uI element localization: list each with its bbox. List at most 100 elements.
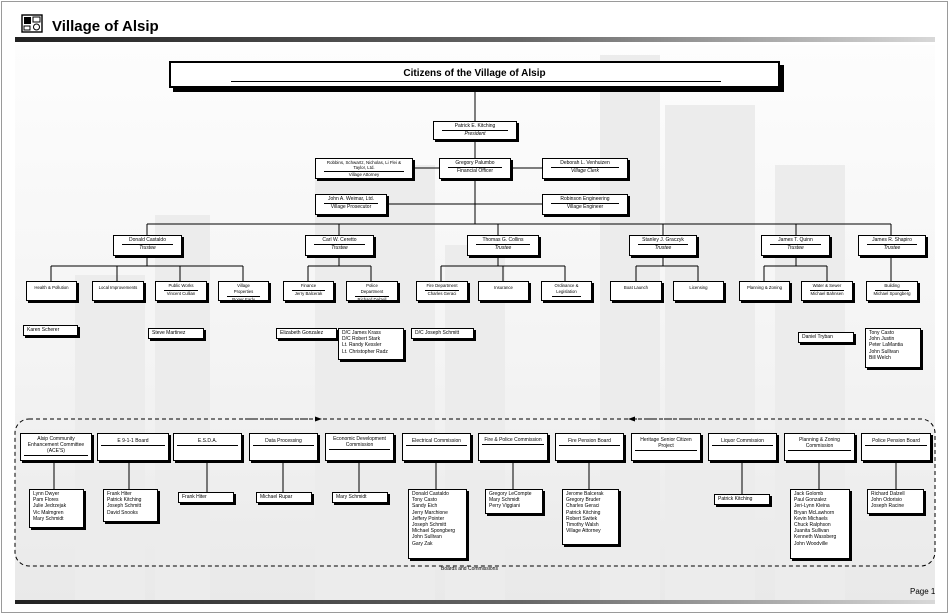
board-members: Patrick Kitching [714, 494, 770, 505]
board-name: Electrical Commission [406, 438, 467, 446]
member-name: Jeri-Lynn Kleina [794, 503, 830, 510]
department-name: Finance [292, 283, 325, 291]
member-name: Gregory LeCompte [489, 491, 532, 497]
village-seal-icon [21, 14, 43, 33]
board-box: E.S.D.A. [173, 433, 242, 461]
staff-name: Daniel Tryban [802, 334, 833, 340]
prosecutor-name: John A. Weimar, Ltd. [324, 196, 378, 204]
member-name: Juanita Sullivan [794, 528, 830, 535]
footer-rule [15, 600, 935, 604]
board-members: Mary Schmidt [332, 492, 388, 503]
trustee-box: James T. Quinn Trustee [761, 235, 830, 256]
president-role: President [464, 131, 486, 137]
page-number: Page 1 [910, 587, 936, 596]
board-members: Jack Golomb Paul Gonzalez Jeri-Lynn Klei… [790, 489, 850, 559]
staff-name: Peter LaMantia [869, 342, 903, 349]
member-name: John Woodville [794, 540, 828, 547]
member-name: Jerome Balcerak [566, 491, 604, 497]
member-name: Gary Zak [412, 540, 433, 547]
department-name: Police Department [355, 283, 389, 297]
department-name: Health & Pollution [34, 285, 69, 290]
member-name: David Snooks [107, 509, 138, 516]
member-name: Jerry Marchione [412, 509, 448, 516]
attorney-role: Village Attorney [348, 172, 380, 177]
member-name: Michael Rupar [260, 494, 293, 500]
member-name: Bryan McLawhorn [794, 509, 835, 516]
staff-name: Bill Welch [869, 354, 891, 361]
staff-name: Lt. Randy Kessler [342, 342, 382, 349]
trustee-box: Donald Castaldo Trustee [113, 235, 182, 256]
trustee-box: Thomas G. Collins Trustee [467, 235, 539, 256]
staff-name: Lt. Christopher Radz [342, 348, 388, 355]
department-head: Richard Dalzell [357, 297, 387, 302]
member-name: Mary Schmidt [33, 515, 64, 522]
member-name: Lynn Dwyer [33, 491, 60, 497]
staff-name: John Justin [869, 336, 895, 343]
department-name: Ordinance & Legislation [552, 283, 581, 297]
board-name: E 9-1-1 Board [101, 438, 165, 446]
trustee-role: Trustee [787, 245, 804, 251]
member-name: Donald Castaldo [412, 491, 449, 497]
member-name: Frank Hiter [182, 494, 207, 500]
trustee-name: Stanley J. Graczyk [638, 237, 688, 245]
trustee-name: James R. Shapiro [867, 237, 917, 245]
member-name: Joseph Schmitt [107, 503, 142, 510]
department-head: Michael Bahnsen [810, 291, 844, 296]
member-name: Tony Casto [412, 497, 438, 504]
board-name: E.S.D.A. [177, 438, 238, 446]
board-name: Heritage Senior Citizen Project [635, 437, 697, 451]
member-name: Michael Spongberg [412, 528, 456, 535]
member-name: Village Attorney [566, 528, 601, 535]
member-name: Kevin Michaels [794, 515, 828, 522]
member-name: Timothy Walsh [566, 522, 599, 529]
board-box: Heritage Senior Citizen Project [631, 433, 701, 461]
board-box: Planning & Zoning Commission [784, 433, 855, 461]
prosecutor-role: Village Prosecutor [330, 204, 372, 210]
member-name: Frank Hiter [107, 491, 132, 497]
department-name: Fire Department [425, 283, 459, 291]
member-name: Sandy Eich [412, 503, 438, 510]
board-members: Michael Rupar [256, 492, 312, 503]
trustee-role: Trustee [883, 245, 901, 251]
president-box: Patrick E. Kitching President [433, 121, 517, 140]
member-name: Chuck Ralphson [794, 522, 831, 529]
board-box: E 9-1-1 Board [97, 433, 169, 461]
department-name: Planning & Zoning [746, 285, 783, 290]
village-clerk-box: Deborah L. Venhuizen Village Clerk [542, 158, 628, 179]
staff-name: Steve Martinez [152, 330, 186, 336]
trustee-box: James R. Shapiro Trustee [858, 235, 926, 256]
board-name: Planning & Zoning Commission [788, 437, 851, 451]
financial-officer-box: Gregory Palumbo Financial Officer [439, 158, 511, 179]
department-head: Vincent Cullian [166, 291, 196, 296]
trustee-name: Carl W. Ceretto [314, 237, 365, 245]
board-box: Fire & Police Commission [478, 433, 548, 461]
board-name: Fire & Police Commission [482, 437, 544, 445]
department-head: Charles Geraci [427, 291, 457, 296]
member-name: Pam Flores [33, 497, 59, 504]
engineer-role: Village Engineer [566, 204, 604, 210]
staff-name: John Sullivan [869, 348, 899, 355]
department-head: Michael Spongberg [873, 291, 911, 296]
board-name: Data Processing [253, 438, 314, 446]
member-name: Mary Schmidt [489, 497, 520, 504]
member-name: Richard Dalzell [871, 491, 905, 497]
staff-name: Elizabeth Gonzalez [280, 330, 324, 336]
member-name: Jack Golomb [794, 491, 824, 497]
trustee-box: Stanley J. Graczyk Trustee [629, 235, 697, 256]
citizens-box: Citizens of the Village of Alsip [169, 61, 780, 88]
member-name: Patrick Kitching [718, 496, 753, 502]
member-name: Kenneth Wassberg [794, 534, 837, 541]
department-box: Licensing [673, 281, 724, 301]
member-name: Charles Geraci [566, 503, 600, 510]
department-head: Roger Early [232, 297, 255, 302]
department-name: Licensing [689, 285, 708, 290]
staff-name: Karen Scherer [27, 327, 60, 333]
member-name: Mary Schmidt [336, 494, 367, 500]
staff-name: D/C James Krass [342, 330, 381, 336]
department-box: Planning & Zoning [739, 281, 790, 301]
